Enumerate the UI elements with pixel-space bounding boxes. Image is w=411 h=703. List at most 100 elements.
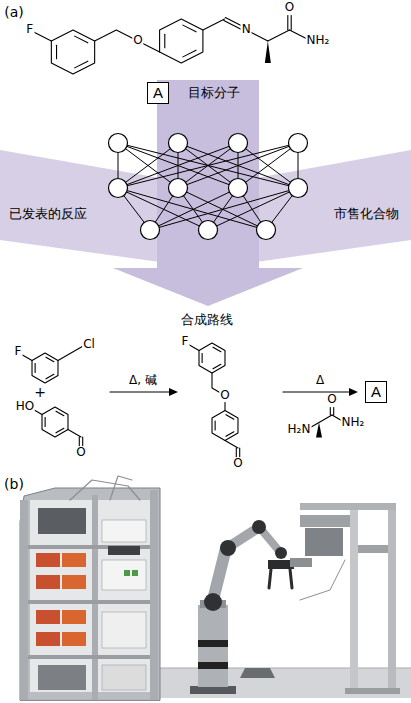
rack-component xyxy=(62,610,86,624)
rack-component xyxy=(30,500,150,692)
atom-label: HO xyxy=(15,400,35,414)
atom-label: NH₂ xyxy=(341,416,366,430)
arrow-head xyxy=(349,388,358,396)
network-link xyxy=(118,143,298,188)
rack-component xyxy=(62,632,86,646)
rack-component xyxy=(108,546,140,555)
network-neuron xyxy=(109,134,128,153)
arrow-head xyxy=(169,388,178,396)
table-edge xyxy=(160,667,411,668)
wedge-bond xyxy=(316,423,322,438)
rack-component xyxy=(36,610,60,624)
aromatic-bond xyxy=(75,61,88,68)
aromatic-bond xyxy=(45,417,46,426)
rack-component xyxy=(20,500,28,700)
station-frame xyxy=(350,505,358,690)
network-neuron xyxy=(141,221,160,240)
panel-label: (b) xyxy=(3,476,25,492)
aromatic-bond xyxy=(164,34,165,47)
molecule-box: A xyxy=(365,381,387,403)
benzene-ring xyxy=(199,343,225,373)
atom-label: O xyxy=(232,457,243,471)
aromatic-bond xyxy=(215,421,216,430)
benzene-ring xyxy=(42,407,68,437)
aromatic-bond xyxy=(183,50,196,57)
aromatic-bond xyxy=(226,432,234,437)
robot-link xyxy=(213,548,226,600)
input-band xyxy=(256,150,411,262)
rack-frame xyxy=(20,488,160,700)
network-link xyxy=(238,143,298,188)
robot-base-plate xyxy=(190,686,236,694)
reaction-condition: Δ xyxy=(315,374,325,388)
network-neuron xyxy=(109,179,128,198)
box-text: A xyxy=(371,383,381,400)
output-label: 合成路线 xyxy=(180,313,234,328)
station-frame xyxy=(300,503,396,510)
atom-label: Cl xyxy=(82,338,96,352)
rack-component xyxy=(62,553,86,567)
rack-component xyxy=(62,575,86,589)
atom-label: O xyxy=(75,446,86,460)
rack-component xyxy=(102,612,146,648)
aromatic-bond xyxy=(46,357,54,362)
station-frame xyxy=(388,505,396,690)
rack-component xyxy=(102,520,146,542)
robot-base xyxy=(198,605,228,687)
network-neuron xyxy=(169,134,188,153)
pedal xyxy=(240,668,275,678)
network-neuron xyxy=(169,179,188,198)
input-label: 已发表的反应 xyxy=(8,207,88,222)
atom-label: O xyxy=(132,34,143,48)
network-link xyxy=(118,143,178,188)
station-frame xyxy=(345,688,400,694)
benzene-ring xyxy=(51,30,94,74)
atom-label: O xyxy=(284,1,295,15)
rack-component xyxy=(38,665,86,690)
wedge-bond xyxy=(265,41,271,63)
benzene-ring xyxy=(212,411,238,441)
atom-label: O xyxy=(219,389,230,403)
input-band xyxy=(0,150,160,262)
rack-component xyxy=(102,560,146,590)
benzene-ring xyxy=(32,353,58,383)
cable xyxy=(70,480,140,500)
rack-component xyxy=(28,655,150,659)
rack-component xyxy=(124,570,130,576)
bond-line xyxy=(225,441,238,449)
network-neuron xyxy=(289,179,308,198)
reaction-arrow xyxy=(110,391,170,392)
aromatic-bond xyxy=(183,25,196,32)
bond-line xyxy=(203,19,225,30)
gripper-finger xyxy=(290,569,292,588)
rack-component xyxy=(36,575,60,589)
atom-label: O xyxy=(326,393,337,407)
optical-table xyxy=(160,668,411,698)
plus-sign: + xyxy=(33,384,47,400)
aromatic-bond xyxy=(75,36,88,43)
gripper-finger xyxy=(269,569,271,588)
input-label: 市售化合物 xyxy=(333,207,400,222)
aromatic-bond xyxy=(202,353,203,362)
rack-component xyxy=(36,553,60,567)
network-link xyxy=(118,143,178,188)
rack-component xyxy=(28,600,150,604)
robot-platform-photo xyxy=(20,476,411,700)
aromatic-bond xyxy=(226,415,234,420)
reaction-arrow xyxy=(283,391,350,392)
network-neuron xyxy=(289,134,308,153)
robot-joint xyxy=(204,593,222,611)
network-link xyxy=(238,143,298,188)
bond-line xyxy=(268,30,290,41)
rack-component xyxy=(102,665,146,690)
station-frame xyxy=(305,528,343,556)
robot-band xyxy=(198,662,228,669)
rack-component xyxy=(92,495,98,700)
flow-arrow xyxy=(113,80,303,306)
molecule-caption: 目标分子 xyxy=(187,86,241,101)
robot-joint xyxy=(220,540,236,556)
network-graphic xyxy=(0,80,411,306)
network-neuron xyxy=(199,221,218,240)
synthesis-scheme xyxy=(19,343,358,463)
